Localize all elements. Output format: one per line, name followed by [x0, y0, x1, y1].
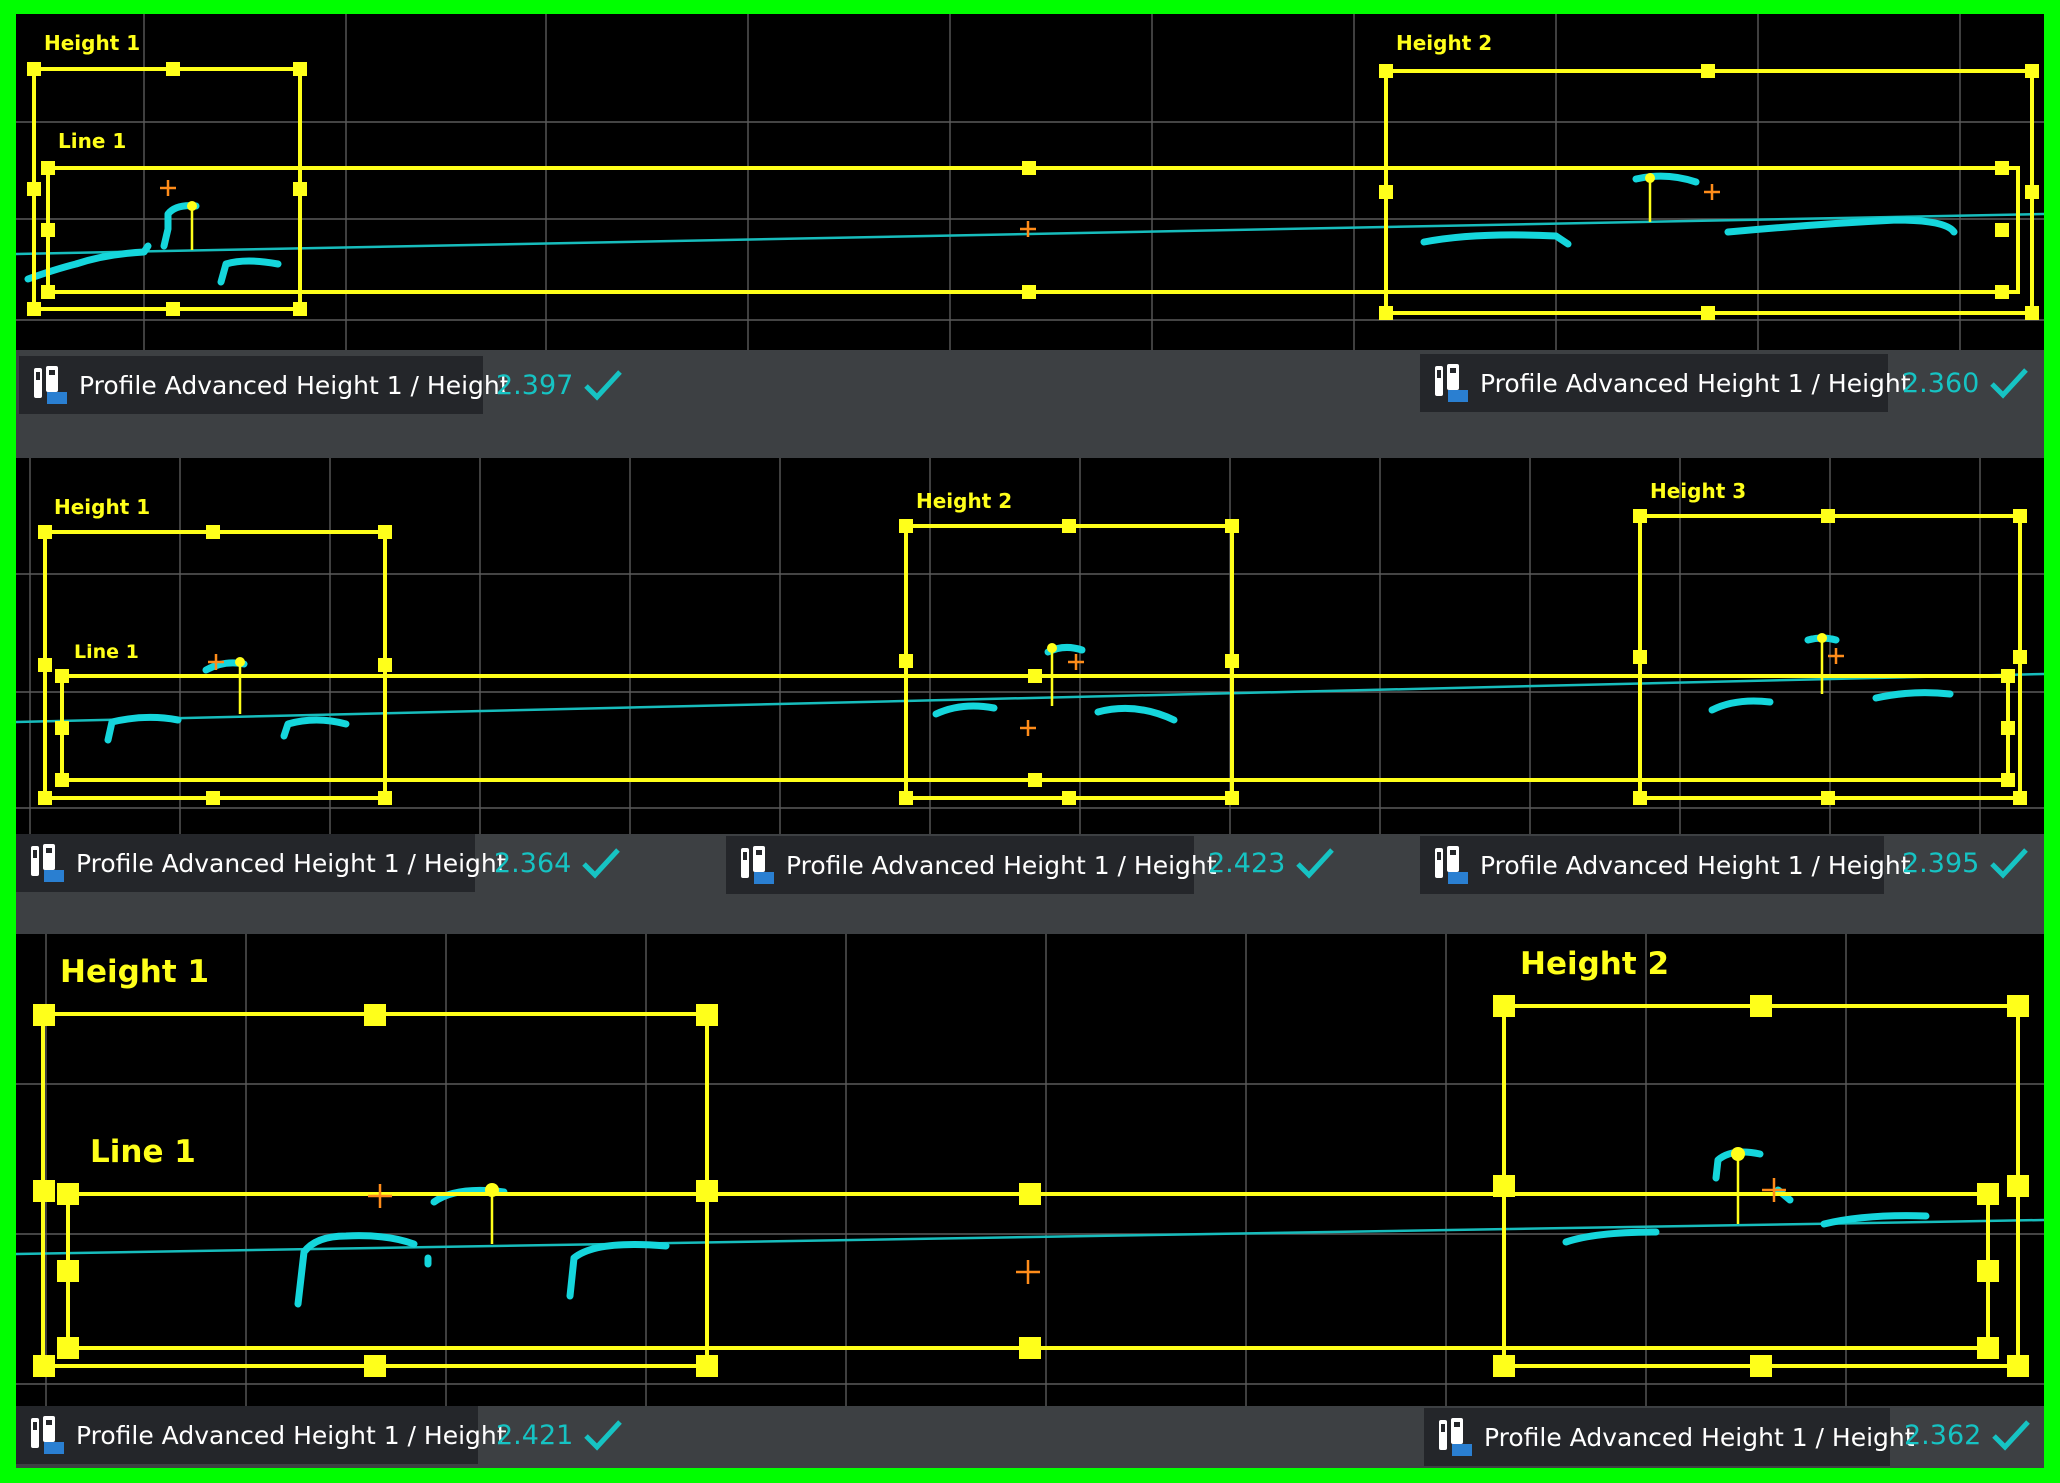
- tool-label: Height 2: [1520, 946, 1669, 982]
- measurement-name: Profile Advanced Height 1 / Height: [786, 850, 1217, 880]
- checkmark-icon: [1296, 848, 1335, 879]
- profile-segment: [566, 1241, 670, 1300]
- checkmark-icon: [1990, 848, 2029, 879]
- measurement-name: Profile Advanced Height 1 / Height: [1480, 368, 1911, 398]
- height-2-tool[interactable]: Height 2: [899, 489, 1239, 805]
- grid: [16, 458, 2044, 834]
- reference-line: [16, 212, 2044, 256]
- line-1-tool[interactable]: Line 1: [55, 641, 2015, 787]
- measurement-label[interactable]: Profile Advanced Height 1 / Height: [1424, 1408, 1915, 1466]
- line-1-tool[interactable]: Line 1: [41, 129, 2020, 299]
- sensor-tool-icon: [34, 366, 67, 404]
- height-1-tool[interactable]: Height 1: [33, 954, 718, 1377]
- profile-view-2[interactable]: Height 1 Height 2 Height 3: [16, 458, 2044, 834]
- profile-segment: [1708, 697, 1774, 714]
- tool-label: Height 2: [916, 489, 1012, 513]
- tool-label: Height 2: [1396, 31, 1492, 55]
- tool-label: Height 1: [60, 954, 209, 990]
- tool-label: Line 1: [74, 641, 139, 663]
- sensor-tool-icon: [31, 1416, 64, 1454]
- measurement-value: 2.397: [496, 356, 623, 414]
- profile-segment: [1820, 1212, 1930, 1228]
- checkmark-icon: [1992, 1420, 2031, 1451]
- height-markers: [160, 173, 1720, 250]
- tool-label: Line 1: [90, 1134, 196, 1170]
- height-2-tool[interactable]: Height 2: [1493, 946, 2029, 1377]
- profile-view-3[interactable]: Height 1 Height 2 Line 1: [16, 934, 2044, 1406]
- measurement-name: Profile Advanced Height 1 / Height: [1480, 850, 1911, 880]
- profile-segment: [24, 242, 152, 283]
- sensor-tool-icon: [741, 846, 774, 884]
- measurement-value: 2.421: [496, 1406, 623, 1464]
- measurement-value: 2.360: [1902, 354, 2029, 412]
- profile-segment: [217, 257, 282, 286]
- measurement-value: 2.395: [1902, 834, 2029, 892]
- tool-label: Height 1: [44, 31, 140, 55]
- measurement-name: Profile Advanced Height 1 / Height: [1484, 1422, 1915, 1452]
- measurement-name: Profile Advanced Height 1 / Height: [76, 1420, 507, 1450]
- tool-label: Line 1: [58, 129, 126, 153]
- measurement-label[interactable]: Profile Advanced Height 1 / Height: [19, 356, 510, 414]
- sensor-tool-icon: [31, 844, 64, 882]
- profile-segment: [1094, 704, 1178, 724]
- reference-line: [16, 1218, 2044, 1256]
- profile-segment: [1632, 172, 1700, 186]
- profile-segment: [1562, 1228, 1660, 1246]
- line-1-tool[interactable]: Line 1: [57, 1134, 1999, 1359]
- height-markers: [368, 1147, 1786, 1284]
- measurement-value: 2.423: [1208, 834, 1335, 892]
- grid: [16, 14, 2044, 350]
- tool-label: Height 1: [54, 495, 150, 519]
- measurement-name: Profile Advanced Height 1 / Height: [76, 848, 507, 878]
- height-markers: [208, 633, 1844, 736]
- measurement-label[interactable]: Profile Advanced Height 1 / Height: [16, 834, 507, 892]
- profile-segment: [280, 716, 350, 740]
- measurement-name: Profile Advanced Height 1 / Height: [79, 370, 510, 400]
- height-1-tool[interactable]: Height 1: [27, 31, 307, 316]
- measurement-label[interactable]: Profile Advanced Height 1 / Height: [726, 836, 1217, 894]
- sensor-tool-icon: [1439, 1418, 1472, 1456]
- profile-segment: [1420, 231, 1572, 248]
- profile-segment: [932, 702, 998, 718]
- height-3-tool[interactable]: Height 3: [1633, 479, 2027, 805]
- height-2-tool[interactable]: Height 2: [1379, 31, 2039, 320]
- profile-view-1[interactable]: Height 1 Height 2 Line 1: [16, 14, 2044, 350]
- measurement-value: 2.364: [494, 834, 621, 892]
- measurement-label[interactable]: Profile Advanced Height 1 / Height: [1420, 354, 1911, 412]
- reference-line: [16, 672, 2044, 724]
- checkmark-icon: [584, 1420, 623, 1451]
- profile-plot-1: Height 1 Height 2 Line 1: [16, 14, 2044, 350]
- tool-label: Height 3: [1650, 479, 1746, 503]
- profile-segment: [1872, 689, 1954, 702]
- measurement-label[interactable]: Profile Advanced Height 1 / Height: [16, 1406, 507, 1464]
- height-1-tool[interactable]: Height 1: [38, 495, 392, 805]
- checkmark-icon: [584, 370, 623, 401]
- profile-segment: [294, 1232, 418, 1308]
- profile-segment: [104, 713, 182, 744]
- checkmark-icon: [1990, 368, 2029, 399]
- profile-plot-3: Height 1 Height 2 Line 1: [16, 934, 2044, 1406]
- profile-segment: [1724, 216, 1958, 236]
- profile-plot-2: Height 1 Height 2 Height 3: [16, 458, 2044, 834]
- checkmark-icon: [582, 848, 621, 879]
- measurement-value: 2.362: [1904, 1406, 2031, 1464]
- sensor-tool-icon: [1435, 364, 1468, 402]
- sensor-tool-icon: [1435, 846, 1468, 884]
- measurement-label[interactable]: Profile Advanced Height 1 / Height: [1420, 836, 1911, 894]
